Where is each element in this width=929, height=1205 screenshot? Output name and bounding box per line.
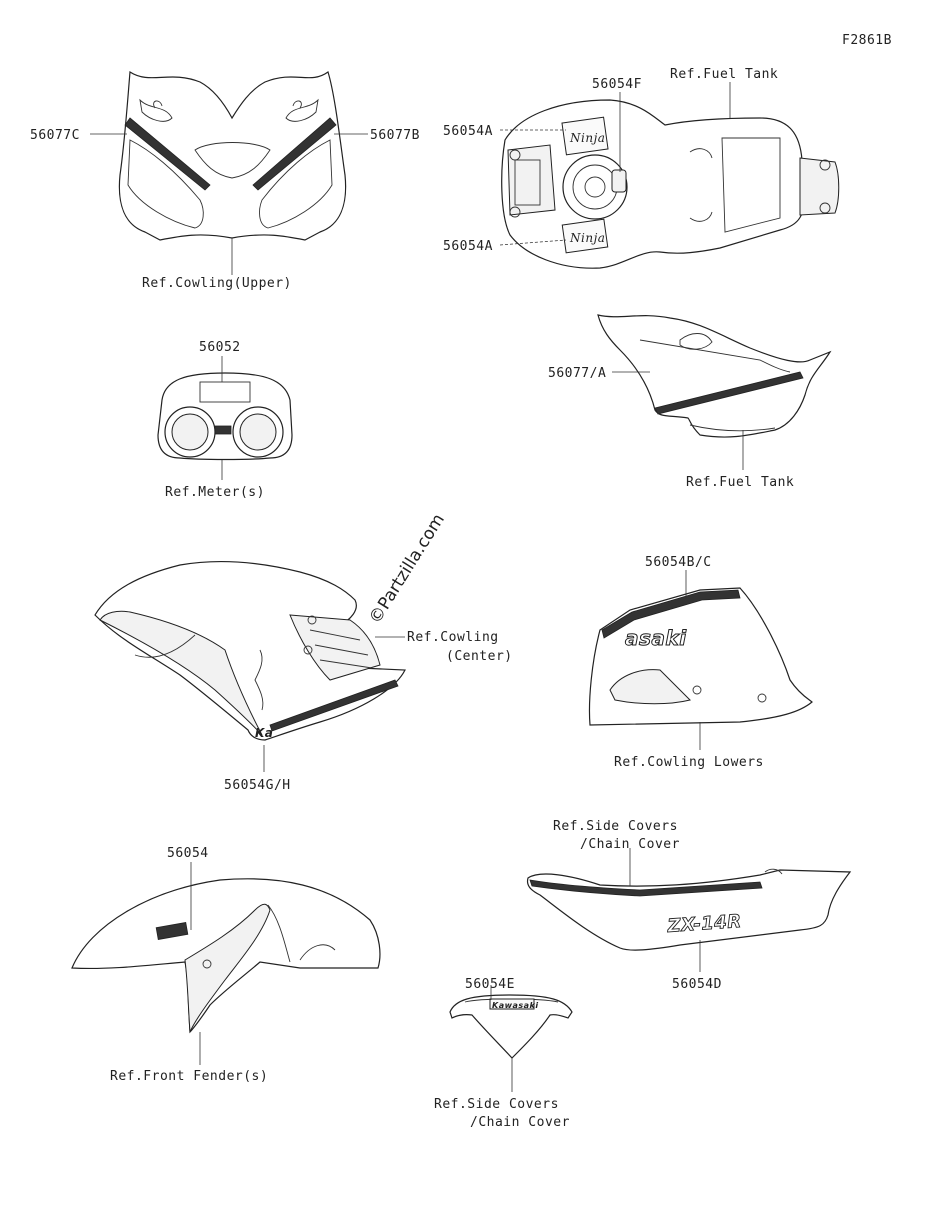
- label-56054A-top: 56054A: [443, 124, 493, 139]
- meter-part: [157, 372, 293, 461]
- ninja-decal-top: Ninja: [569, 131, 605, 145]
- upper-cowling-part: [118, 70, 347, 241]
- label-ref-side-covers-2b: /Chain Cover: [470, 1115, 570, 1130]
- label-ref-cowling-center-2: (Center): [446, 649, 513, 664]
- rear-cover-part: Kawasaki: [449, 994, 573, 1059]
- label-ref-cowling-lowers: Ref.Cowling Lowers: [614, 755, 764, 770]
- fuel-tank-top-part: Ninja Ninja: [501, 99, 840, 269]
- figure-code: F2861B: [842, 33, 892, 48]
- label-56052: 56052: [199, 340, 241, 355]
- label-ref-cowling-center-1: Ref.Cowling: [407, 630, 499, 645]
- label-56054D: 56054D: [672, 977, 722, 992]
- fuel-tank-side-part: [597, 314, 832, 438]
- front-fender-part: [71, 878, 381, 1034]
- lower-cowling-part: asaki: [588, 587, 813, 726]
- ka-decal: Ka: [255, 726, 273, 740]
- label-ref-side-covers-1: Ref.Side Covers: [553, 819, 678, 834]
- watermark: ©Partzilla.com: [365, 510, 449, 627]
- label-56054F: 56054F: [592, 77, 642, 92]
- label-56054A-bottom: 56054A: [443, 239, 493, 254]
- side-cover-part: ZX-14R: [526, 868, 852, 951]
- label-ref-fuel-tank-side: Ref.Fuel Tank: [686, 475, 794, 490]
- label-ref-cowling-upper: Ref.Cowling(Upper): [142, 276, 292, 291]
- kawasaki-rear-decal: Kawasaki: [492, 1001, 539, 1010]
- label-56054: 56054: [167, 846, 209, 861]
- label-56077A: 56077/A: [548, 366, 606, 381]
- label-56054E: 56054E: [465, 977, 515, 992]
- ninja-decal-bottom: Ninja: [569, 231, 605, 245]
- center-cowling-part: Ka: [94, 560, 406, 741]
- label-56054BC: 56054B/C: [645, 555, 712, 570]
- label-56077B: 56077B: [370, 128, 420, 143]
- label-ref-fuel-tank-top: Ref.Fuel Tank: [670, 67, 778, 82]
- label-56054GH: 56054G/H: [224, 778, 291, 793]
- label-ref-front-fender: Ref.Front Fender(s): [110, 1069, 268, 1084]
- label-ref-side-covers-2: Ref.Side Covers: [434, 1097, 559, 1112]
- label-ref-side-covers-1b: /Chain Cover: [580, 837, 680, 852]
- kawasaki-lower-decal: asaki: [625, 626, 687, 650]
- label-56077C: 56077C: [30, 128, 80, 143]
- label-ref-meters: Ref.Meter(s): [165, 485, 265, 500]
